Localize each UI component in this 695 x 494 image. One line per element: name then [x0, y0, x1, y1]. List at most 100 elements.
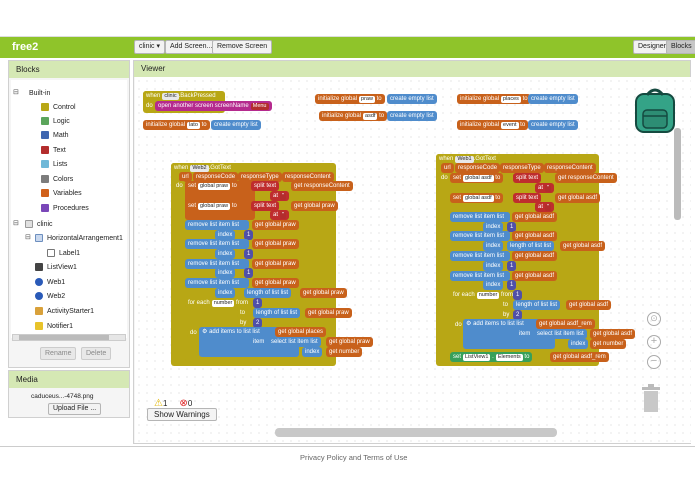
- remove-item-block[interactable]: remove list item list: [450, 271, 510, 281]
- get-responsecontent[interactable]: get responseContent: [555, 173, 617, 183]
- tree-screen[interactable]: clinic: [25, 219, 53, 229]
- param-responsecontent[interactable]: responseContent: [282, 172, 334, 182]
- tree-variables[interactable]: Variables: [41, 188, 82, 198]
- remove-item-block[interactable]: remove list item list: [450, 231, 510, 241]
- recenter-icon[interactable]: ⊙: [647, 312, 661, 326]
- select-item-block[interactable]: select list item list: [268, 337, 321, 347]
- number-2[interactable]: 2: [253, 318, 263, 328]
- length-block[interactable]: length of list list: [513, 300, 561, 310]
- get-praw[interactable]: get global praw: [326, 337, 373, 347]
- number-1[interactable]: 1: [507, 261, 517, 271]
- remove-screen-button[interactable]: Remove Screen: [212, 40, 273, 54]
- upload-file-button[interactable]: Upload File ...: [48, 403, 102, 415]
- get-asdf-rem[interactable]: get global asdf_rem: [536, 319, 595, 329]
- param-url[interactable]: url: [441, 163, 454, 173]
- delete-button[interactable]: Delete: [81, 347, 112, 360]
- backpack-icon[interactable]: [630, 86, 680, 136]
- number-1[interactable]: 1: [507, 280, 517, 290]
- tree-logic[interactable]: Logic: [41, 116, 70, 126]
- param-responsetype[interactable]: responseType: [238, 172, 282, 182]
- privacy-terms-link[interactable]: Privacy Policy and Terms of Use: [300, 453, 408, 462]
- rename-button[interactable]: Rename: [40, 347, 77, 360]
- tree-procedures[interactable]: Procedures: [41, 203, 89, 213]
- remove-item-block[interactable]: remove list item list: [185, 278, 249, 288]
- get-number[interactable]: get number: [590, 339, 627, 349]
- number-1[interactable]: 1: [244, 249, 254, 259]
- show-warnings-button[interactable]: Show Warnings: [147, 408, 217, 421]
- tree-colors[interactable]: Colors: [41, 174, 73, 184]
- tree-component[interactable]: Web1: [35, 277, 65, 287]
- remove-item-block[interactable]: remove list item list: [450, 212, 510, 222]
- gear-icon[interactable]: ⚙: [466, 321, 472, 327]
- length-block[interactable]: length of list list: [253, 308, 301, 318]
- zoom-out-icon[interactable]: −: [647, 355, 661, 369]
- select-item-block[interactable]: select list item list: [534, 329, 587, 339]
- blocks-button[interactable]: Blocks: [666, 40, 695, 54]
- param-responsecontent[interactable]: responseContent: [544, 163, 596, 173]
- collapse-icon[interactable]: ⊟: [25, 234, 31, 241]
- get-asdf[interactable]: get global asdf: [590, 329, 636, 339]
- number-2[interactable]: 2: [513, 310, 523, 320]
- get-asdf-rem[interactable]: get global asdf_rem: [550, 352, 609, 362]
- get-number[interactable]: get number: [326, 347, 363, 357]
- get-praw[interactable]: get global praw: [291, 201, 338, 211]
- number-1[interactable]: 1: [253, 298, 263, 308]
- param-responsecode[interactable]: responseCode: [193, 172, 239, 182]
- empty-list-block[interactable]: create empty list: [387, 111, 437, 121]
- number-1[interactable]: 1: [244, 230, 254, 240]
- tree-math[interactable]: Math: [41, 130, 69, 140]
- tree-builtin[interactable]: Built-in: [29, 89, 51, 97]
- tree-component[interactable]: ActivityStarter1: [35, 306, 94, 316]
- tree-control[interactable]: Control: [41, 102, 76, 112]
- number-1[interactable]: 1: [507, 222, 517, 232]
- collapse-icon[interactable]: ⊟: [13, 220, 19, 227]
- get-asdf[interactable]: get global asdf: [512, 251, 558, 261]
- tree-horizontal-scrollbar[interactable]: [12, 334, 126, 341]
- remove-item-block[interactable]: remove list item list: [450, 251, 510, 261]
- get-praw[interactable]: get global praw: [300, 288, 347, 298]
- remove-item-block[interactable]: remove list item list: [185, 259, 249, 269]
- tree-component[interactable]: Web2: [35, 291, 65, 301]
- empty-list-block[interactable]: create empty list: [528, 94, 578, 104]
- workspace-vertical-scrollbar[interactable]: [674, 128, 681, 220]
- tree-component[interactable]: Notifier1: [35, 321, 73, 331]
- remove-item-block[interactable]: remove list item list: [185, 239, 249, 249]
- remove-item-block[interactable]: remove list item list: [185, 220, 249, 230]
- get-places[interactable]: get global places: [275, 327, 327, 337]
- split-block[interactable]: split text: [513, 173, 542, 183]
- zoom-in-icon[interactable]: +: [647, 335, 661, 349]
- get-responsecontent[interactable]: get responseContent: [291, 181, 353, 191]
- length-block[interactable]: length of list list: [244, 288, 292, 298]
- empty-list-block[interactable]: create empty list: [528, 120, 578, 130]
- tree-component[interactable]: Label1: [47, 248, 80, 258]
- get-praw[interactable]: get global praw: [252, 278, 299, 288]
- number-1[interactable]: 1: [244, 268, 254, 278]
- split-block[interactable]: split text: [251, 181, 280, 191]
- param-url[interactable]: url: [179, 172, 192, 182]
- get-praw[interactable]: get global praw: [305, 308, 352, 318]
- split-block[interactable]: split text: [513, 193, 542, 203]
- screen-select[interactable]: clinic ▾: [134, 40, 166, 54]
- media-file[interactable]: caduceus...-4748.png: [31, 393, 94, 400]
- get-praw[interactable]: get global praw: [252, 239, 299, 249]
- param-responsecode[interactable]: responseCode: [455, 163, 501, 173]
- tree-lists[interactable]: Lists: [41, 159, 67, 169]
- get-asdf[interactable]: get global asdf: [560, 241, 606, 251]
- trash-icon[interactable]: [640, 384, 662, 414]
- split-block[interactable]: split text: [251, 201, 280, 211]
- get-asdf[interactable]: get global asdf: [512, 271, 558, 281]
- param-responsetype[interactable]: responseType: [500, 163, 544, 173]
- tree-component[interactable]: HorizontalArrangement1: [35, 233, 123, 243]
- empty-list-block[interactable]: create empty list: [387, 94, 437, 104]
- add-screen-button[interactable]: Add Screen...: [165, 40, 218, 54]
- get-praw[interactable]: get global praw: [252, 259, 299, 269]
- collapse-icon[interactable]: ⊟: [13, 89, 19, 96]
- get-asdf[interactable]: get global asdf: [512, 212, 558, 222]
